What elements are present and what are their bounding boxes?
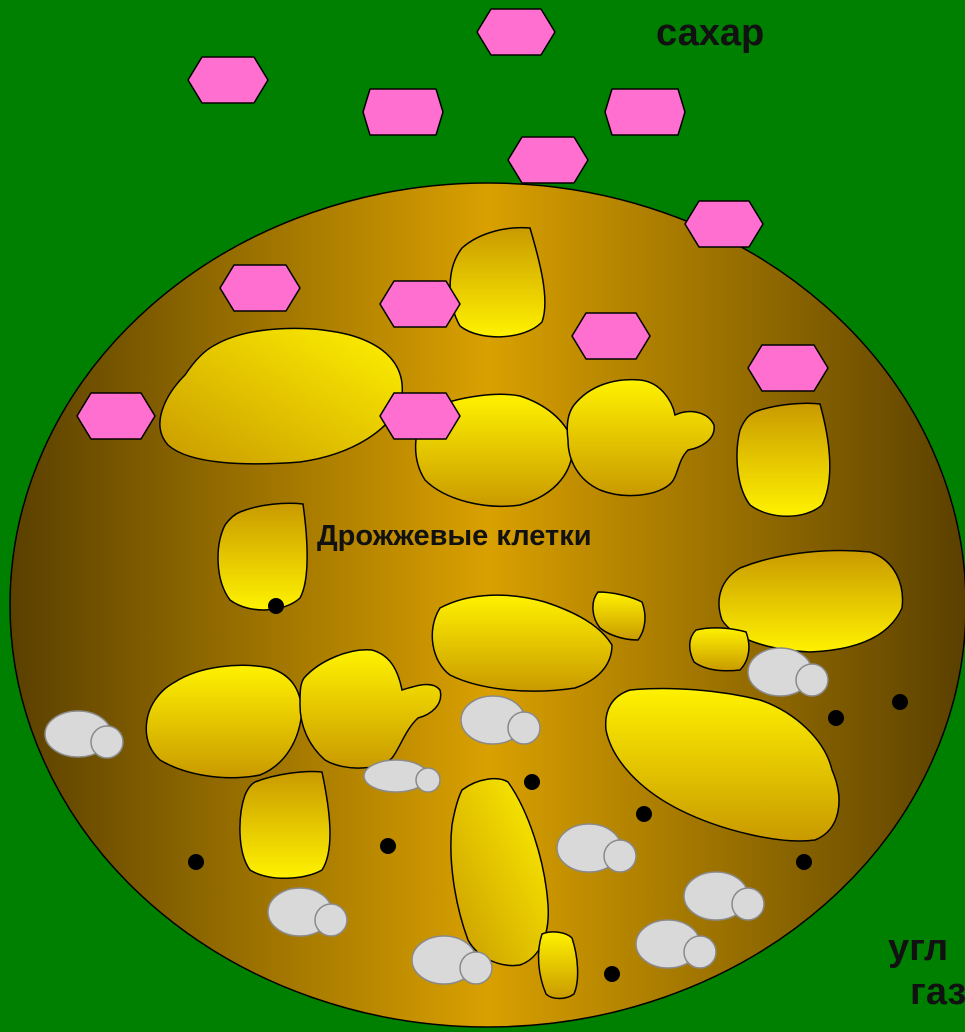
sugar-hexagon-icon [605,89,685,135]
sugar-hexagon-icon [685,201,763,247]
dot-icon [524,774,540,790]
dot-icon [604,966,620,982]
dot-icon [380,838,396,854]
yeast-cell [539,932,578,999]
yeast-cell [218,503,307,610]
co2-label-line1: угл [888,926,965,970]
yeast-cell [240,771,330,878]
sugar-hexagon-icon [220,265,300,311]
co2-label-line2: газ [888,970,965,1014]
dot-icon [892,694,908,710]
sugar-hexagon-icon [188,57,268,103]
co2-label: угл газ [888,926,965,1014]
sugar-hexagon-icon [508,137,588,183]
yeast-cell [737,403,830,516]
sugar-label: сахар [656,12,764,55]
sugar-hexagon-icon [748,345,828,391]
sugar-hexagon-icon [380,393,460,439]
dot-icon [636,806,652,822]
yeast-cells-label: Дрожжевые клетки [317,520,592,553]
dot-icon [268,598,284,614]
dot-icon [796,854,812,870]
sugar-hexagon-icon [363,89,443,135]
sugar-hexagon-icon [477,9,555,55]
dot-icon [828,710,844,726]
sugar-hexagon-icon [380,281,460,327]
yeast-cell [690,628,749,671]
sugar-hexagon-icon [77,393,155,439]
sugar-hexagon-icon [572,313,650,359]
dot-icon [188,854,204,870]
